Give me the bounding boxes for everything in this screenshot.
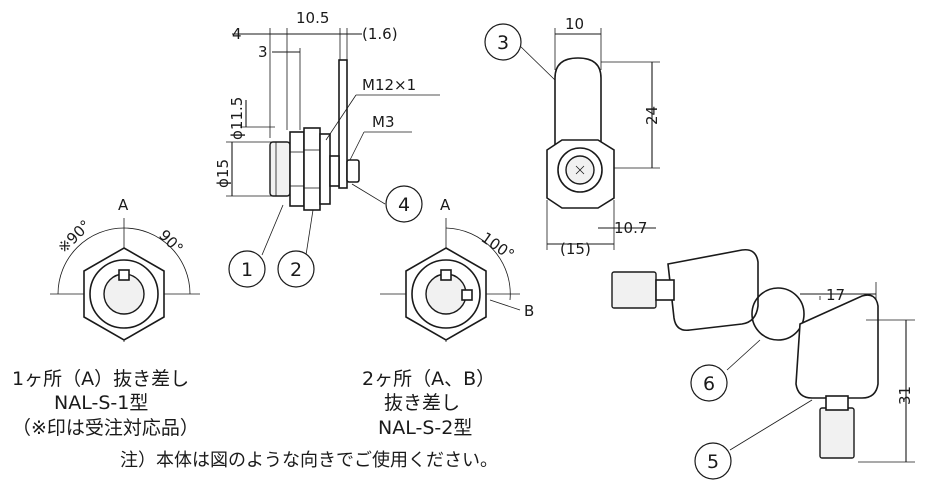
svg-text:6: 6 [703, 373, 715, 395]
dim-31: 31 [896, 386, 914, 405]
dim-24: 24 [643, 106, 661, 125]
part-bubble-3: 3 [484, 23, 522, 61]
svg-text:2: 2 [290, 259, 302, 281]
usage-note: 注）本体は図のような向きでご使用ください。 [120, 450, 498, 471]
part-bubble-1: 1 [228, 250, 266, 288]
front1-angle-right: 90° [155, 226, 187, 258]
front2-label-a: A [440, 196, 451, 214]
dim-15: (15) [560, 240, 591, 258]
front1-label-a: A [118, 196, 129, 214]
dim-1-6: (1.6) [362, 25, 398, 43]
svg-text:1ヶ所（A）抜き差し: 1ヶ所（A）抜き差し [12, 368, 189, 390]
svg-text:NAL-S-2型: NAL-S-2型 [378, 417, 472, 439]
front2-angle: 100° [478, 229, 518, 264]
front-view-2: A B 100° [380, 196, 534, 342]
dim-phi11-5: ϕ11.5 [228, 97, 246, 140]
dim-phi15: ϕ15 [214, 159, 232, 188]
svg-text:抜き差し: 抜き差し [384, 392, 460, 414]
thread-m3-label: M3 [372, 113, 395, 131]
dim-10-5: 10.5 [296, 9, 329, 27]
caption-variant-1: 1ヶ所（A）抜き差し NAL-S-1型 （※印は受注対応品） [12, 368, 199, 439]
part-bubble-2: 2 [277, 250, 315, 288]
svg-text:3: 3 [497, 32, 509, 54]
part-bubble-4: 4 [385, 185, 423, 223]
svg-text:5: 5 [707, 451, 719, 473]
svg-text:4: 4 [398, 194, 410, 216]
dim-3: 3 [258, 43, 268, 61]
part-bubble-6: 6 [690, 364, 728, 402]
front-view-1: A ※90° 90° [50, 196, 200, 342]
dim-10: 10 [565, 15, 584, 33]
caption-variant-2: 2ヶ所（A、B） 抜き差し NAL-S-2型 [362, 368, 495, 439]
thread-m12-label: M12×1 [362, 76, 416, 94]
side-view: 10.5 4 (1.6) 3 ϕ11.5 ϕ15 M12×1 [214, 9, 440, 211]
dim-4: 4 [232, 25, 242, 43]
keys-view: 17 31 [611, 248, 915, 463]
dim-10-7: 10.7 [614, 219, 647, 237]
svg-text:NAL-S-1型: NAL-S-1型 [54, 392, 148, 414]
front2-label-b: B [524, 302, 534, 320]
svg-text:1: 1 [241, 259, 253, 281]
svg-text:2ヶ所（A、B）: 2ヶ所（A、B） [362, 368, 495, 390]
part-bubble-5: 5 [694, 442, 732, 480]
dim-17: 17 [826, 286, 845, 304]
svg-text:（※印は受注対応品）: （※印は受注対応品） [12, 417, 199, 439]
rear-view: 10 24 (15) 10.7 [546, 15, 661, 258]
